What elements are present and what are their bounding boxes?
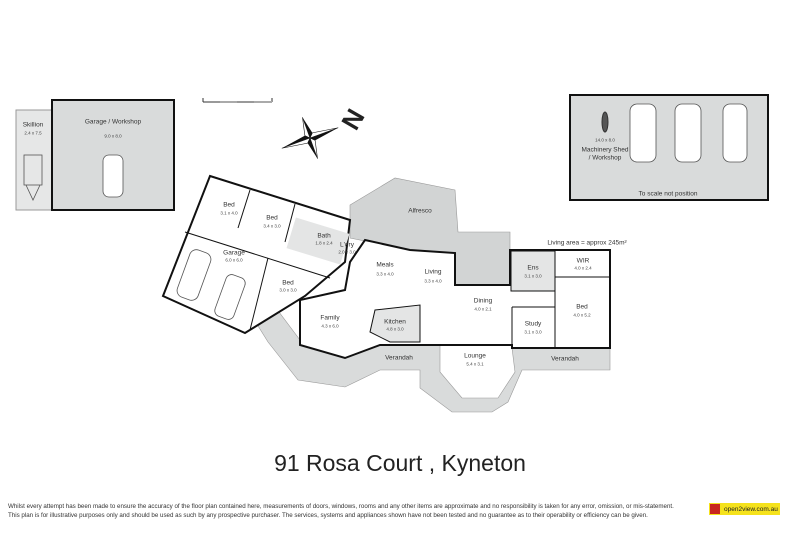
- room-dims: 3.3 x 4.0: [376, 271, 394, 277]
- room-dims: 4.3 x 6.0: [321, 323, 339, 329]
- compass-icon: [281, 117, 339, 159]
- scale-note: To scale not position: [638, 190, 698, 198]
- disclaimer-line: Whilst every attempt has been made to en…: [8, 503, 674, 510]
- room-dims: 2.4 x 7.5: [24, 130, 42, 136]
- room-label: Family: [320, 314, 340, 322]
- room-label: Alfresco: [408, 207, 432, 215]
- disclaimer-line: This plan is for illustrative purposes o…: [8, 512, 648, 519]
- room-label: Meals: [376, 261, 394, 269]
- room-label: Dining: [473, 297, 493, 305]
- room-dims: 6.0 x 6.0: [225, 257, 243, 263]
- room-label: Skillion: [22, 121, 44, 129]
- room-dims: 4.0 x 5.2: [573, 312, 591, 318]
- room-label: Verandah: [551, 355, 579, 363]
- motorbike-icon: [601, 111, 609, 133]
- room-label: Living: [424, 268, 442, 276]
- room-dims: 5.4 x 3.1: [466, 361, 484, 367]
- room-label: Ens: [527, 264, 539, 272]
- car-icon: [176, 249, 246, 320]
- room-dims: 3.1 x 3.0: [524, 273, 542, 279]
- room-label: Bed: [282, 279, 294, 287]
- room-label: Kitchen: [384, 318, 406, 326]
- room-dims: 3.3 x 4.0: [424, 278, 442, 284]
- room-dims: 4.0 x 2.1: [474, 306, 492, 312]
- trailer-icon: [23, 154, 43, 201]
- room-dims: 3.0 x 3.0: [279, 287, 297, 293]
- room-label: / Workshop: [588, 154, 622, 162]
- room-label: Lounge: [464, 352, 486, 360]
- room-label: Bed: [223, 201, 235, 209]
- room-dims: 3.1 x 4.0: [220, 210, 238, 216]
- room-label: Study: [524, 320, 542, 328]
- room-label: Machinery Shed: [581, 146, 629, 154]
- logo-icon: [710, 504, 720, 514]
- room-label: Bed: [266, 214, 278, 222]
- room-dims: 2.0 x 3.0: [338, 249, 356, 255]
- room-dims: 4.0 x 2.4: [574, 265, 592, 271]
- ensuite-floor: [510, 250, 556, 292]
- open2view-logo: open2view.com.au: [709, 503, 780, 515]
- room-dims: 9.0 x 8.0: [104, 133, 122, 139]
- car-icon: [629, 103, 748, 163]
- room-label: Verandah: [385, 354, 413, 362]
- room-label: Garage / Workshop: [84, 118, 142, 126]
- room-dims: 14.0 x 8.0: [595, 137, 615, 143]
- living-area: Living area = approx 245m²: [547, 239, 627, 247]
- room-label: Bath: [317, 232, 331, 240]
- scale-bar: [202, 98, 273, 103]
- room-label: WIR: [576, 257, 590, 265]
- skillion: [15, 109, 53, 211]
- room-dims: 1.8 x 2.4: [315, 240, 333, 246]
- wet-area: [286, 217, 350, 265]
- room-dims: 3.1 x 3.0: [524, 329, 542, 335]
- car-icon: [102, 154, 124, 198]
- room-dims: 3.4 x 3.0: [263, 223, 281, 229]
- kitchen-floor: [369, 304, 421, 343]
- room-label: Garage: [223, 249, 245, 257]
- room-label: Bed: [576, 303, 588, 311]
- room-label: L'dry: [340, 241, 354, 249]
- page-title: 91 Rosa Court , Kyneton: [274, 450, 526, 476]
- room-dims: 4.8 x 3.0: [386, 326, 404, 332]
- logo-text: open2view.com.au: [724, 505, 778, 513]
